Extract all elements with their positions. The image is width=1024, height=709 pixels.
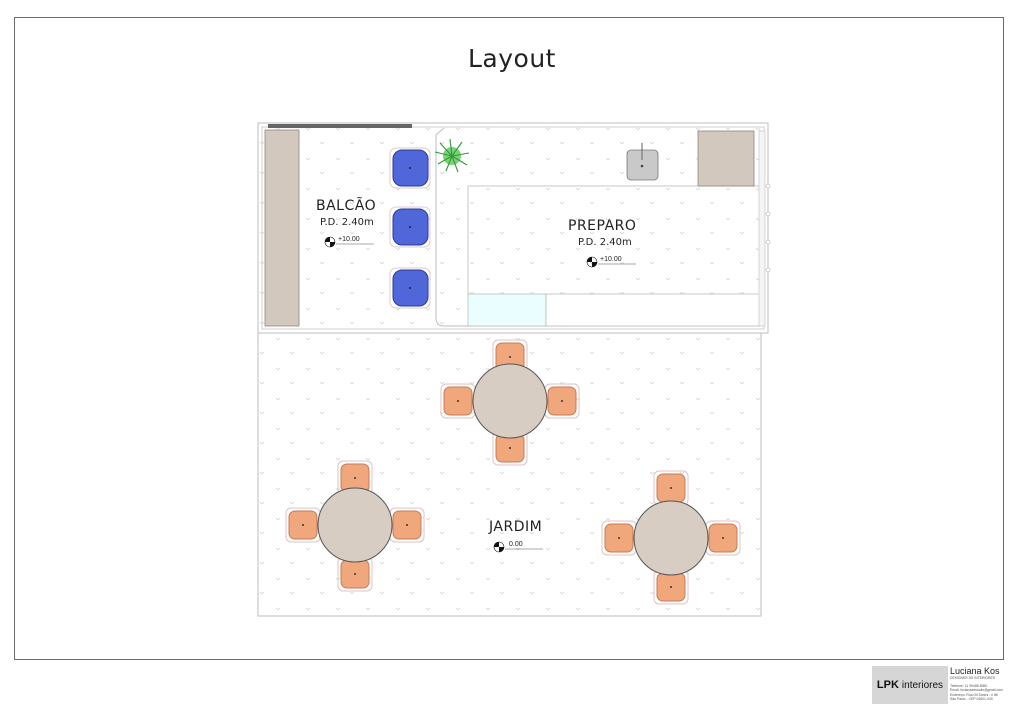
ceiling-height-balcao: P.D. 2.40m <box>320 217 374 228</box>
room-label-balcao: BALCÃO <box>316 198 377 214</box>
ceiling-height-preparo: P.D. 2.40m <box>578 237 632 248</box>
table-set-1 <box>440 339 580 466</box>
designer-name: Luciana Kos <box>950 666 1000 676</box>
plant-icon <box>434 138 470 173</box>
stool-2 <box>389 206 431 248</box>
level-marker-icon <box>493 541 543 553</box>
preparo-area <box>435 127 771 327</box>
designer-role: DESIGNER DE INTERIORES <box>950 676 996 680</box>
level-balcao: +10.00 <box>338 236 360 243</box>
sink-counter <box>467 293 547 327</box>
work-counter <box>545 293 761 327</box>
designer-address: Endereço: Rua Gil Eanes - n 86 <box>950 692 998 697</box>
storage-cabinet <box>697 130 755 187</box>
room-label-preparo: PREPARO <box>568 218 637 234</box>
stool-3 <box>389 267 431 309</box>
bar-counter <box>264 129 300 327</box>
level-marker-icon <box>324 236 374 248</box>
sink <box>626 143 659 181</box>
table-set-3 <box>601 470 741 605</box>
level-preparo: +10.00 <box>600 256 622 263</box>
logo-bold: LPK <box>876 679 899 691</box>
company-logo: LPK interiores <box>872 666 948 704</box>
stool-1 <box>389 147 431 189</box>
designer-info: Luciana Kos DESIGNER DE INTERIORES Telef… <box>950 666 1020 702</box>
designer-city: São Paulo - CEP 04601-040 <box>950 697 993 702</box>
logo-text: interiores <box>901 679 944 691</box>
page-title: Layout <box>468 44 556 73</box>
table-set-2 <box>285 460 425 592</box>
drawing-frame <box>14 17 1004 660</box>
designer-email: Email: lucianaartstudio@gmail.com <box>950 688 1004 693</box>
level-marker-icon <box>586 256 636 268</box>
designer-phone: Telefone: 11 99488-8960 <box>950 683 988 688</box>
level-jardim: 0.00 <box>509 541 523 548</box>
room-label-jardim: JARDIM <box>489 519 543 535</box>
